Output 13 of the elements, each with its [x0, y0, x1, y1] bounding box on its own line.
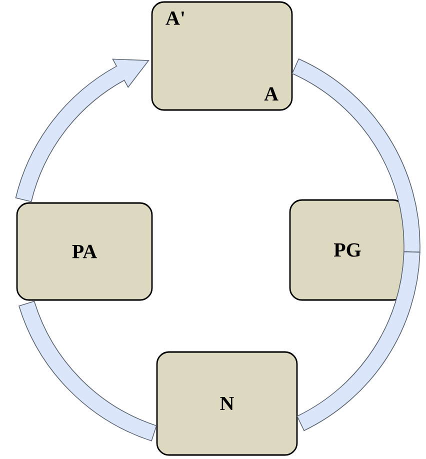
box-label: A': [166, 12, 184, 25]
connector-band: [18, 300, 157, 442]
box-label: N: [220, 396, 234, 410]
arrow: [15, 58, 150, 202]
connector-band: [296, 251, 420, 432]
box-label: PA: [72, 244, 97, 258]
cycle-box: [289, 199, 406, 301]
cycle-box: [151, 1, 293, 111]
connector-band: [292, 58, 420, 253]
cycle-box: [156, 351, 298, 456]
box-label: A: [264, 87, 278, 100]
cycle-box: [16, 202, 153, 301]
box-label: PG: [334, 243, 361, 257]
